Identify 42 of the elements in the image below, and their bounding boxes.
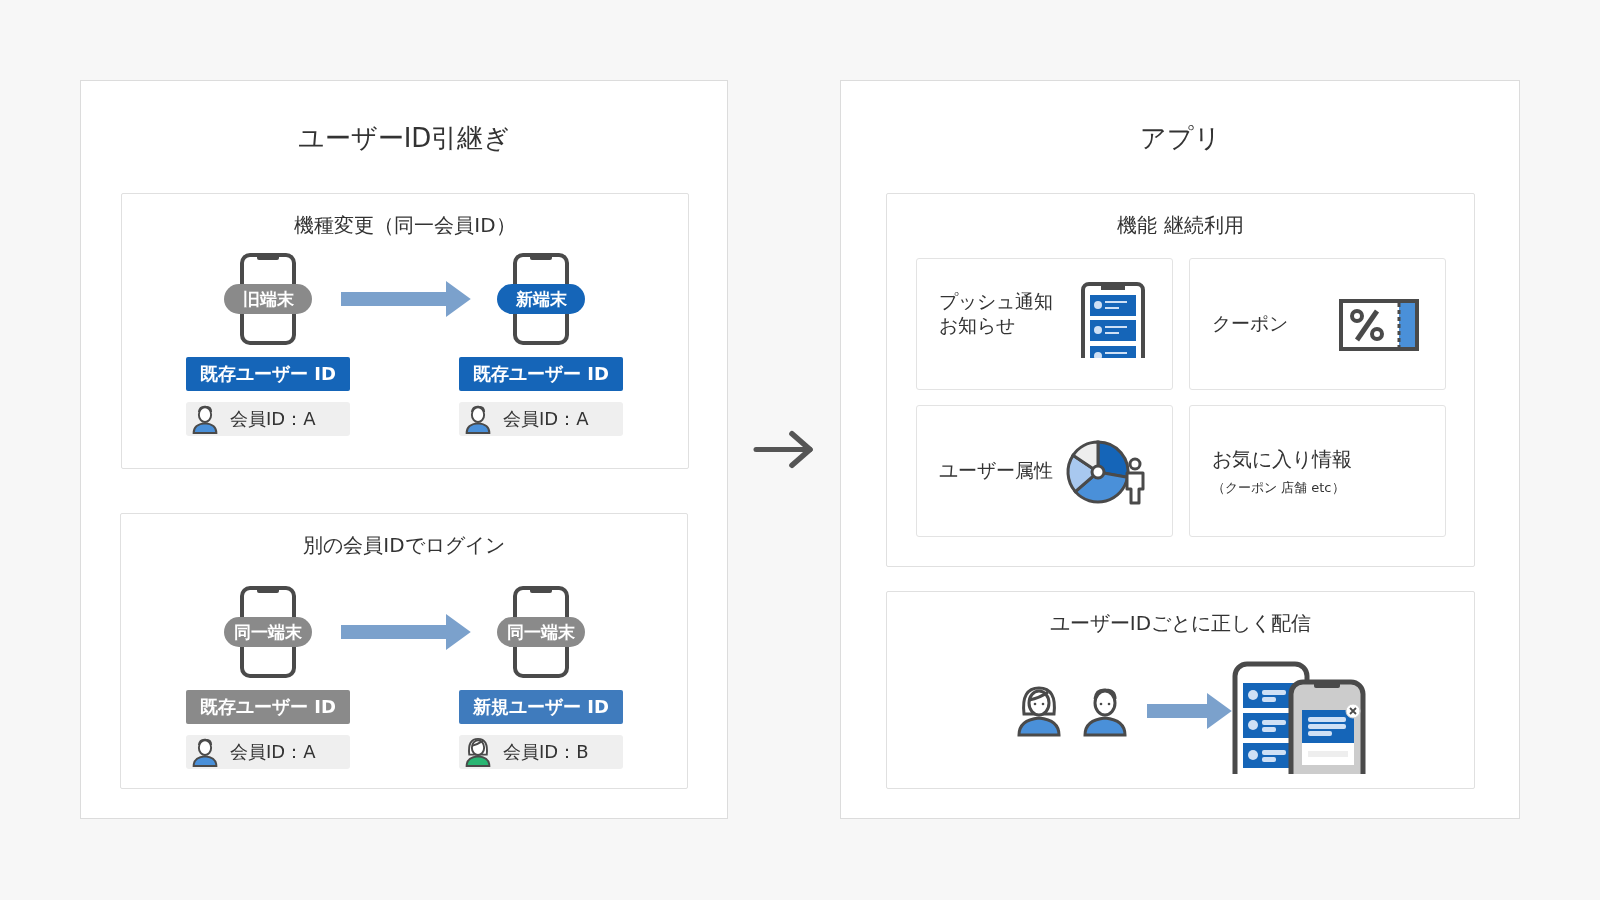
block-arrow — [341, 614, 471, 650]
member-id-text: 会員ID：A — [230, 740, 316, 764]
device-label: 旧端末 — [224, 284, 312, 314]
block-arrow — [1147, 693, 1232, 729]
panel — [840, 80, 1520, 819]
feature-note: お知らせ — [939, 313, 1015, 338]
section-title: 機能 継続利用 — [1116, 212, 1245, 239]
member-id-row — [186, 402, 350, 436]
member-id-row — [459, 735, 623, 769]
member-id-text: 会員ID：B — [503, 740, 589, 764]
section-box — [120, 513, 688, 789]
device-label: 新端末 — [497, 284, 585, 314]
member-id-row — [186, 735, 350, 769]
feature-name: ユーザー属性 — [939, 458, 1053, 483]
section-title: ユーザーIDごとに正しく配信 — [1048, 610, 1313, 637]
section-box — [886, 193, 1475, 567]
member-id-text: 会員ID：A — [503, 407, 589, 431]
feature-card — [1189, 258, 1446, 390]
section-title: 別の会員IDでログイン — [302, 532, 506, 559]
feature-card — [916, 405, 1173, 537]
device-label: 同一端末 — [224, 617, 312, 647]
member-id-row — [459, 402, 623, 436]
feature-card — [916, 258, 1173, 390]
feature-name: プッシュ通知 — [939, 289, 1053, 314]
user-id-label: 既存ユーザー ID — [186, 357, 350, 391]
section-title: 機種変更（同一会員ID） — [293, 212, 517, 239]
feature-name: クーポン — [1212, 311, 1288, 336]
panel-title: アプリ — [1138, 122, 1222, 155]
user-id-label: 既存ユーザー ID — [459, 357, 623, 391]
device-label: 同一端末 — [497, 617, 585, 647]
user-id-label: 既存ユーザー ID — [186, 690, 350, 724]
feature-card — [1189, 405, 1446, 537]
arrow — [753, 430, 813, 469]
section-box — [886, 591, 1475, 789]
member-id-text: 会員ID：A — [230, 407, 316, 431]
user-id-label: 新規ユーザー ID — [459, 690, 623, 724]
feature-name: お気に入り情報 — [1212, 446, 1352, 473]
panel — [80, 80, 728, 819]
feature-note: （クーポン 店舗 etc） — [1212, 479, 1345, 497]
panel-title: ユーザーID引継ぎ — [296, 122, 512, 155]
section-box — [121, 193, 689, 469]
block-arrow — [341, 281, 471, 317]
